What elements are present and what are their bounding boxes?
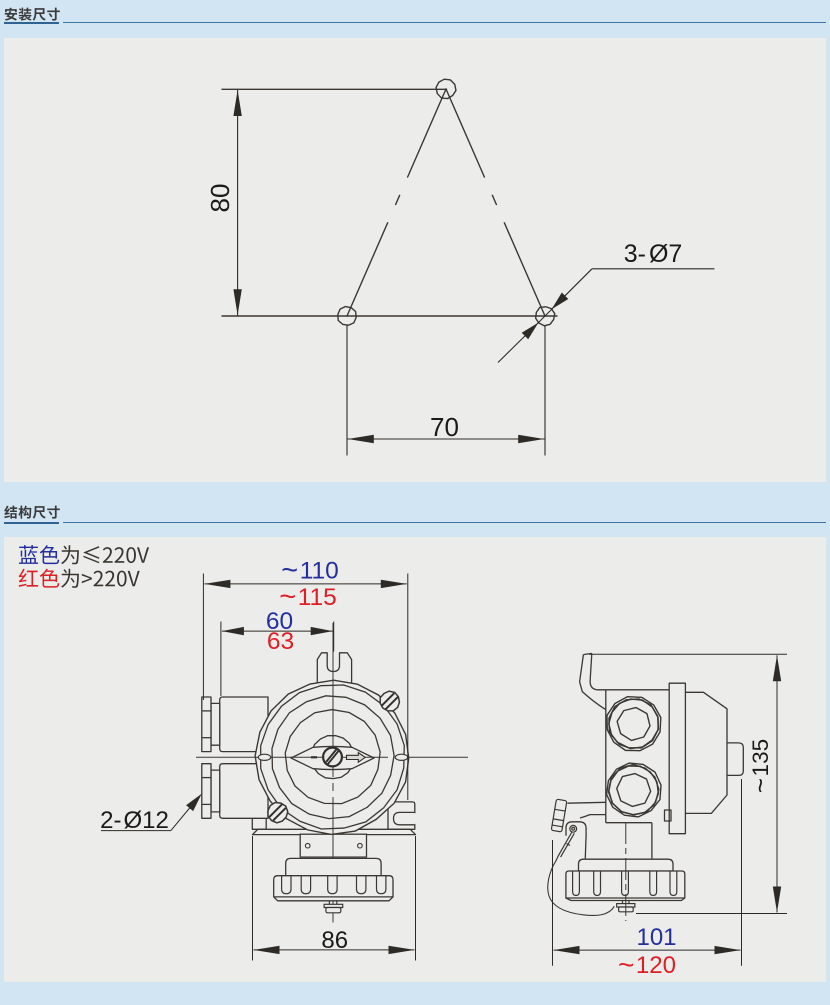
svg-text:101: 101 [636, 924, 676, 951]
svg-text:3-Ø7: 3-Ø7 [624, 240, 683, 268]
svg-text:63: 63 [267, 628, 294, 655]
svg-text:~135: ~135 [745, 739, 775, 793]
svg-text:86: 86 [321, 927, 348, 954]
svg-text:2-Ø12: 2-Ø12 [100, 807, 169, 834]
svg-text:~115: ~115 [279, 581, 337, 613]
svg-text:80: 80 [205, 184, 235, 213]
svg-text:60: 60 [266, 608, 293, 635]
svg-text:~120: ~120 [618, 949, 676, 980]
svg-text:~110: ~110 [281, 555, 339, 587]
svg-text:70: 70 [430, 412, 459, 442]
